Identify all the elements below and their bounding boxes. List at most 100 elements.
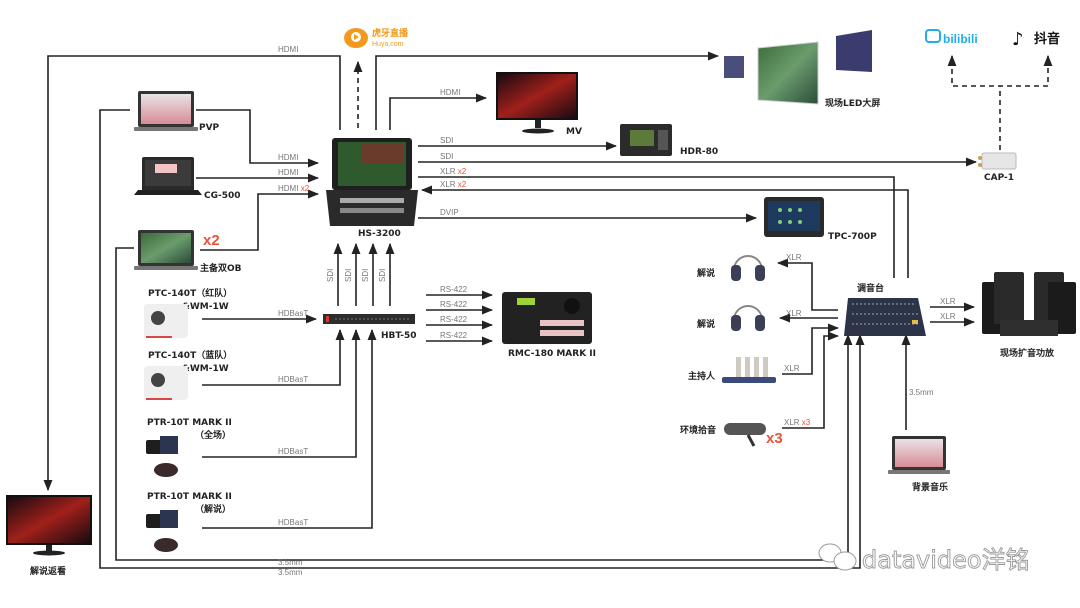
label-xlr-in: XLR x2 (440, 180, 467, 189)
label-35mm-bgm: 3.5mm (909, 388, 934, 397)
device-hdr80: HDR-80 (620, 124, 718, 157)
wire-hdmi-to-commentary-monitor (43, 55, 341, 492)
svg-text:x2: x2 (203, 232, 220, 249)
device-mv: MV (496, 72, 582, 137)
bilibili-icon (925, 29, 941, 43)
label-rs422-1: RS-422 (440, 285, 468, 294)
wire-hs-to-led (375, 51, 720, 130)
label-hdbaset-3: HDBasT (278, 447, 308, 456)
svg-text:HBT-50: HBT-50 (381, 331, 416, 341)
device-headset-1: 解说 (697, 255, 765, 281)
label-hdbaset-2: HDBasT (278, 375, 308, 384)
svg-text:HS-3200: HS-3200 (358, 229, 401, 239)
device-ptr-com: PTR-10T MARK II （解说） (146, 492, 232, 552)
label-xlr-out: XLR x2 (440, 167, 467, 176)
label-xlr-hs2: XLR (786, 309, 802, 318)
svg-text:Huya.com: Huya.com (372, 41, 404, 48)
svg-text:环境拾音: 环境拾音 (680, 424, 716, 436)
svg-text:PTC-140T（红队）: PTC-140T（红队） (148, 287, 232, 299)
label-xlr-pa2: XLR (940, 312, 956, 321)
svg-text:PTC-140T（蓝队）: PTC-140T（蓝队） (148, 349, 232, 361)
svg-text:HDR-80: HDR-80 (680, 147, 718, 157)
label-hdmi-ob: HDMI x2 (278, 184, 310, 193)
label-hdmi-top: HDMI (278, 45, 298, 54)
device-ob: x2 主备双OB (134, 230, 242, 274)
wire-xlr-out (418, 176, 895, 278)
label-hdbaset-1: HDBasT (278, 309, 308, 318)
device-hbt50: HBT-50 (323, 314, 416, 341)
wire-35mm-inner (115, 247, 853, 561)
douyin-icon: ♪ (1012, 29, 1024, 50)
label-sdi-v3: SDI (361, 269, 370, 282)
label-hdmi-pvp: HDMI (278, 153, 298, 162)
label-sdi-cap: SDI (440, 152, 453, 161)
svg-text:解说返看: 解说返看 (30, 565, 66, 577)
label-hdbaset-4: HDBasT (278, 518, 308, 527)
svg-text:现场扩音功放: 现场扩音功放 (1000, 347, 1055, 359)
device-bgm: 背景音乐 (888, 436, 950, 493)
label-sdi-v2: SDI (344, 269, 353, 282)
encoder-icon (981, 152, 1017, 170)
label-sdi-v4: SDI (378, 269, 387, 282)
headphones-icon (733, 305, 763, 321)
led-panel-right (836, 30, 872, 72)
bilibili-logo: bilibili (925, 29, 978, 46)
device-ptr-all: PTR-10T MARK II （全场） (146, 418, 232, 477)
svg-text:bilibili: bilibili (943, 32, 978, 46)
device-pvp: PVP (134, 91, 220, 133)
svg-text:虎牙直播: 虎牙直播 (372, 27, 409, 39)
label-sdi-v1: SDI (326, 269, 335, 282)
wires (43, 51, 1053, 569)
wire-stream-split (951, 60, 1049, 87)
douyin-logo: ♪ 抖音 (1012, 29, 1060, 50)
svg-text:PTR-10T MARK II: PTR-10T MARK II (147, 492, 232, 502)
label-35mm-2: 3.5mm (278, 568, 303, 577)
wire-xlr-headset1 (776, 258, 838, 311)
shotgun-mic-icon (724, 423, 766, 435)
svg-text:&WM-1W: &WM-1W (182, 364, 229, 374)
device-host-mics: 主持人 (688, 357, 776, 383)
device-headset-2: 解说 (697, 305, 765, 331)
svg-text:CG-500: CG-500 (204, 191, 241, 201)
huya-logo: 虎牙直播 Huya.com (344, 27, 409, 48)
device-rmc180: RMC-180 MARK II (502, 292, 596, 359)
svg-text:MV: MV (566, 127, 582, 137)
microphone-icon (736, 357, 741, 377)
wire-35mm-outer (99, 109, 865, 569)
wire-xlr-host (782, 323, 840, 375)
svg-text:现场LED大屏: 现场LED大屏 (825, 97, 880, 109)
label-rs422-2: RS-422 (440, 300, 468, 309)
device-ambient-mic: 环境拾音 x3 (680, 423, 783, 447)
led-wall: 现场LED大屏 (724, 30, 880, 109)
device-ptc-red: PTC-140T（红队） &WM-1W (144, 287, 232, 338)
svg-text:RMC-180 MARK II: RMC-180 MARK II (508, 349, 596, 359)
device-mixer: 调音台 (844, 282, 926, 336)
wire-pvp-to-hs (196, 109, 320, 168)
svg-text:背景音乐: 背景音乐 (912, 481, 948, 493)
svg-text:CAP-1: CAP-1 (984, 173, 1014, 183)
wire-hs-to-mv (389, 93, 488, 130)
label-xlr-pa1: XLR (940, 297, 956, 306)
svg-text:TPC-700P: TPC-700P (828, 232, 877, 242)
ptz-camera-icon (144, 366, 188, 400)
svg-text:抖音: 抖音 (1034, 31, 1060, 47)
svg-text:&WM-1W: &WM-1W (182, 302, 229, 312)
label-rs422-3: RS-422 (440, 315, 468, 324)
wire-hdbaset-ptr-com (202, 328, 377, 529)
device-cap1: CAP-1 (978, 152, 1017, 183)
led-panel-small (724, 56, 744, 78)
audio-mixer-icon (844, 298, 926, 336)
label-35mm-1: 3.5mm (278, 558, 303, 567)
wire-hdbaset-ptr-all (202, 328, 361, 458)
svg-text:主备双OB: 主备双OB (200, 262, 242, 274)
wire-hdbaset-ptc-blue (202, 328, 345, 386)
svg-text:（解说）: （解说） (195, 503, 231, 515)
cable-labels: HDMI HDMI HDMI HDMI HDMI x2 SDI SDI XLR … (278, 45, 956, 577)
label-xlr-ambient: XLR x3 (784, 418, 811, 427)
device-ptc-blue: PTC-140T（蓝队） &WM-1W (144, 349, 232, 400)
wire-xlr-ambient (782, 331, 840, 429)
wire-xlr-in (420, 185, 909, 278)
device-pa: 现场扩音功放 (982, 272, 1076, 359)
label-sdi-hdr: SDI (440, 136, 453, 145)
device-hs3200: HS-3200 (326, 138, 418, 239)
